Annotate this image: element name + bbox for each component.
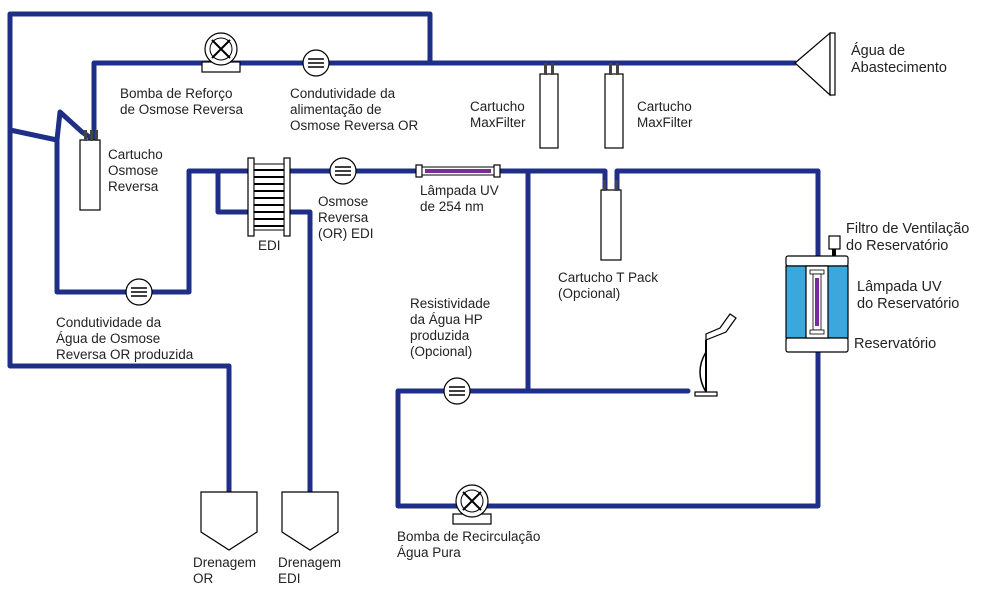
label-reservoir-line: Reservatório xyxy=(854,336,936,352)
label-reservoir: Reservatório xyxy=(854,336,936,352)
label-reservoir-uv-line: do Reservatório xyxy=(857,296,959,312)
uv-lamp-254-icon xyxy=(415,164,501,178)
outer-loop-pipe xyxy=(7,11,433,143)
label-drain-ro-line: OR xyxy=(193,571,214,586)
label-tpak-line: (Opcional) xyxy=(558,286,620,301)
drain-edi-icon xyxy=(281,491,339,551)
label-recirc-pump-line: Bomba de Recirculação xyxy=(397,529,540,544)
label-maxfilter-1-line: MaxFilter xyxy=(470,115,526,130)
ro-cartridge-inlet-pipe xyxy=(54,109,97,143)
ro-product-conductivity-meter-icon xyxy=(125,278,153,306)
label-vent-filter-line: Filtro de Ventilação xyxy=(846,221,969,237)
label-feed-conductivity-line: Osmose Reversa OR xyxy=(290,118,419,133)
feed-water-inlet xyxy=(794,31,836,97)
recirc-loop-pipe xyxy=(395,168,821,509)
label-maxfilter-1-line: Cartucho xyxy=(470,99,525,114)
ro-cartridge xyxy=(79,130,101,211)
label-tpak-line: Cartucho T Pack xyxy=(558,270,658,285)
label-reservoir-uv-line: Lâmpada UV xyxy=(857,279,942,295)
label-vent-filter-line: do Reservatório xyxy=(846,238,948,254)
maxfilter-cartridge-2 xyxy=(604,63,624,149)
label-feed-conductivity-line: Condutividade da xyxy=(290,86,396,101)
label-feed-water-line: Abastecimento xyxy=(851,60,947,76)
drain-ro-icon xyxy=(200,491,258,551)
maxfilter-cartridge-1 xyxy=(539,63,559,149)
label-ro-cartridge-line: Cartucho xyxy=(108,147,163,162)
label-edi: EDI xyxy=(258,238,281,253)
reservoir-tank xyxy=(785,235,849,353)
label-uv-lamp-line: de 254 nm xyxy=(420,199,484,214)
label-ro-cartridge-line: Reversa xyxy=(108,179,159,194)
label-drain-ro-line: Drenagem xyxy=(193,555,256,570)
left-bypass-pipe xyxy=(7,127,232,369)
label-ro-cartridge-line: Osmose xyxy=(108,163,158,178)
label-drain-edi-line: EDI xyxy=(278,571,301,586)
label-tpak: Cartucho T Pack(Opcional) xyxy=(558,270,658,301)
feed-main-pipe xyxy=(91,60,798,143)
ro-reject-pipe xyxy=(54,137,251,295)
label-feed-conductivity-line: alimentação de xyxy=(290,102,382,117)
label-maxfilter-2-line: MaxFilter xyxy=(637,115,693,130)
label-hp-resistivity-line: da Água HP xyxy=(410,312,483,327)
label-hp-resistivity-line: Resistividade xyxy=(410,296,490,311)
label-ro-product-conductivity-line: Condutividade da xyxy=(56,315,162,330)
label-maxfilter-2-line: Cartucho xyxy=(637,99,692,114)
label-uv-lamp-line: Lâmpada UV xyxy=(420,183,499,198)
edi-module-icon xyxy=(247,157,291,237)
recirc-pump-icon xyxy=(452,484,492,525)
boost-pump-icon xyxy=(201,32,241,73)
label-ro-product-conductivity-line: Reversa OR produzida xyxy=(56,347,194,362)
label-ro-product-conductivity-line: Água de Osmose xyxy=(56,331,160,346)
label-ro-edi-line: Reversa xyxy=(318,210,369,225)
label-feed-water-line: Água de xyxy=(851,42,905,59)
label-hp-resistivity-line: produzida xyxy=(410,328,470,343)
label-edi-line: EDI xyxy=(258,238,281,253)
label-hp-resistivity-line: (Opcional) xyxy=(410,344,472,359)
label-boost-pump-line: de Osmose Reversa xyxy=(120,102,244,117)
label-ro-edi-line: Osmose xyxy=(318,194,368,209)
tpak-cartridge xyxy=(600,180,622,261)
label-boost-pump-line: Bomba de Reforço xyxy=(120,86,233,101)
hp-resistivity-meter-icon xyxy=(443,377,471,405)
label-drain-edi-line: Drenagem xyxy=(278,555,341,570)
label-ro-edi-line: (OR) EDI xyxy=(318,226,374,241)
label-recirc-pump-line: Água Pura xyxy=(397,545,461,560)
water-dispenser-icon xyxy=(694,313,737,397)
feed-conductivity-meter-icon xyxy=(302,49,330,77)
ro-edi-meter-icon xyxy=(329,157,357,185)
tpak-reservoir-pipe xyxy=(614,168,821,259)
